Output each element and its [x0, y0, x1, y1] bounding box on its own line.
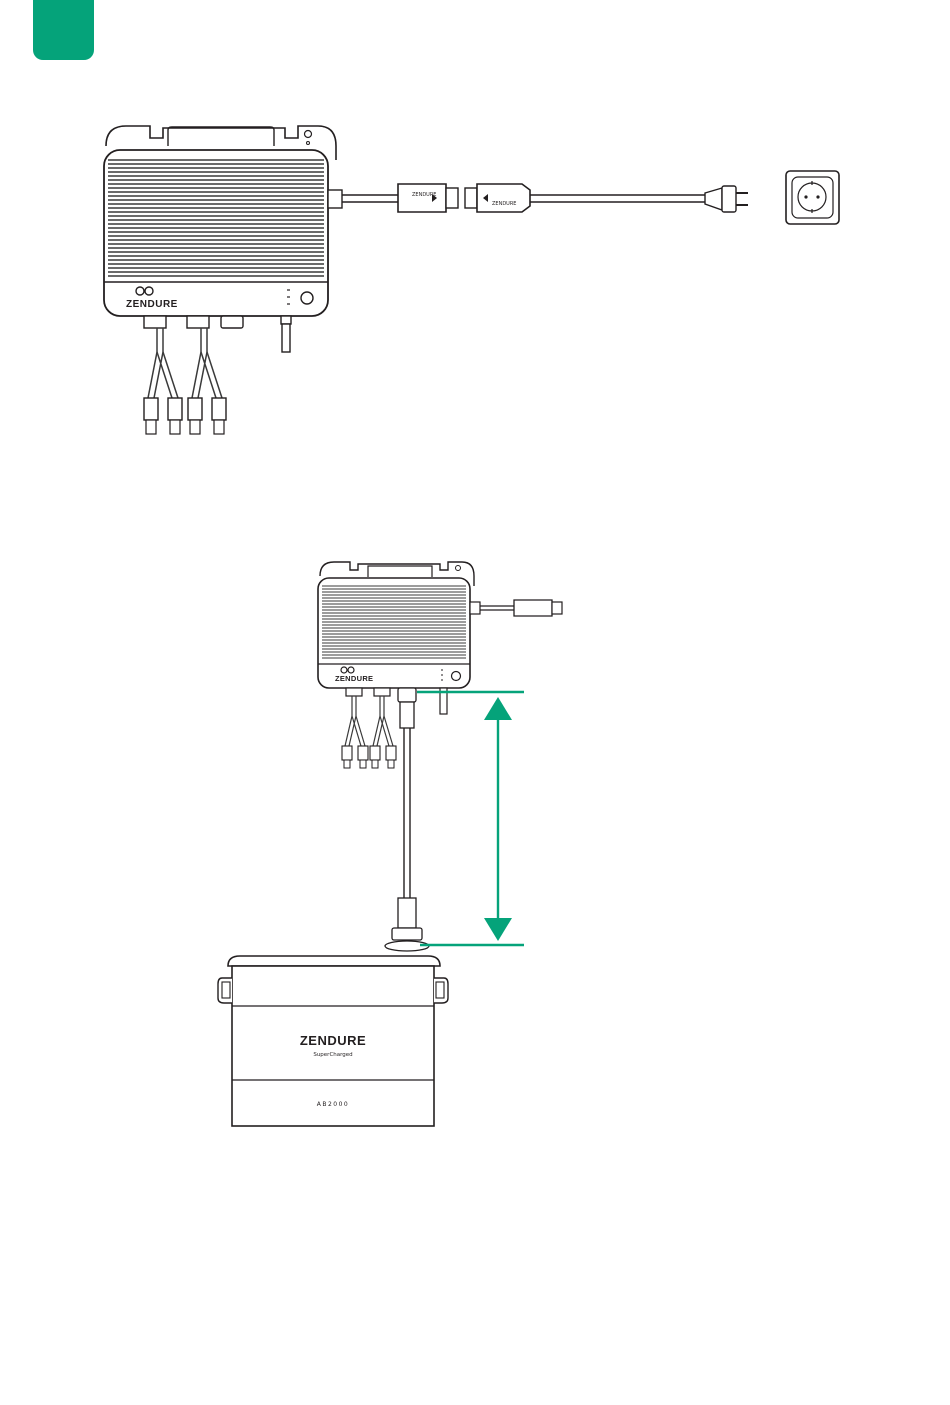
dc-port — [346, 688, 362, 696]
battery-connector-body — [398, 898, 416, 928]
bracket-handle — [368, 566, 432, 577]
ac-connector-tip — [552, 602, 562, 614]
battery-model-label: AB2000 — [317, 1101, 350, 1108]
inverter-brand-label: ZENDURE — [126, 299, 178, 310]
pv-connector-tip — [388, 760, 394, 768]
battery-handle-left-tab — [222, 982, 230, 998]
pv-cables — [144, 328, 226, 434]
pv-connector-tip — [146, 420, 156, 434]
pv-connector-tip — [190, 420, 200, 434]
ac-connector-right-tip — [465, 188, 477, 208]
ac-connector-left — [398, 184, 446, 212]
battery-handle-right-tab — [436, 982, 444, 998]
pv-cable — [356, 716, 365, 746]
ac-port — [328, 190, 342, 208]
battery-connector-top — [398, 688, 416, 702]
power-plug-icon — [705, 186, 748, 212]
pv-cable — [384, 716, 393, 746]
inverter-top: ZENDURE — [104, 126, 342, 434]
ac-connector — [514, 600, 552, 616]
pv-connector — [144, 398, 158, 420]
antenna-port — [281, 316, 291, 324]
pv-connector — [370, 746, 380, 760]
pv-cable — [349, 716, 356, 746]
bracket-handle — [168, 127, 274, 146]
pv-cables — [342, 696, 396, 768]
ac-connector-left-tip — [446, 188, 458, 208]
pv-cable — [373, 716, 380, 746]
pv-connector — [386, 746, 396, 760]
inverter-bottom: ZENDURE — [318, 562, 562, 768]
pv-connector-tip — [360, 760, 366, 768]
pv-connector-tip — [170, 420, 180, 434]
bracket-hole — [305, 131, 312, 138]
pv-connector-tip — [214, 420, 224, 434]
schuko-socket-icon — [786, 171, 839, 224]
inverter-brand-label: ZENDURE — [335, 674, 373, 683]
pv-connector — [212, 398, 226, 420]
dc-port — [187, 316, 209, 328]
pv-connector — [188, 398, 202, 420]
pv-cable — [377, 716, 384, 746]
battery-tagline: SuperCharged — [313, 1052, 352, 1058]
antenna — [282, 324, 290, 352]
battery-cable-assembly — [385, 688, 429, 951]
ac-connector-right-brand: ZENDURE — [492, 201, 516, 207]
ac-port — [470, 602, 480, 614]
pv-connector — [358, 746, 368, 760]
pv-connector — [342, 746, 352, 760]
battery-brand-label: ZENDURE — [300, 1033, 366, 1048]
pv-connector-tip — [344, 760, 350, 768]
dc-port — [144, 316, 166, 328]
pv-cable — [352, 716, 361, 746]
dc-port — [374, 688, 390, 696]
bracket-hole — [456, 566, 461, 571]
pv-connector — [168, 398, 182, 420]
battery-connector-body — [400, 702, 414, 728]
ac-cable-assembly: ZENDURE ZENDURE — [342, 184, 748, 212]
pv-connector-tip — [372, 760, 378, 768]
arrowhead-down — [484, 918, 512, 941]
battery-unit: ZENDURE SuperCharged AB2000 — [218, 956, 448, 1126]
arrowhead-up — [484, 697, 512, 720]
battery-port — [221, 316, 243, 328]
double-headed-arrow-icon — [417, 692, 524, 945]
battery-connector-nut — [392, 928, 422, 940]
bracket-hole — [307, 142, 310, 145]
pv-cable — [380, 716, 389, 746]
battery-lid — [228, 956, 440, 966]
inverter-body — [104, 150, 328, 316]
pv-cable — [345, 716, 352, 746]
